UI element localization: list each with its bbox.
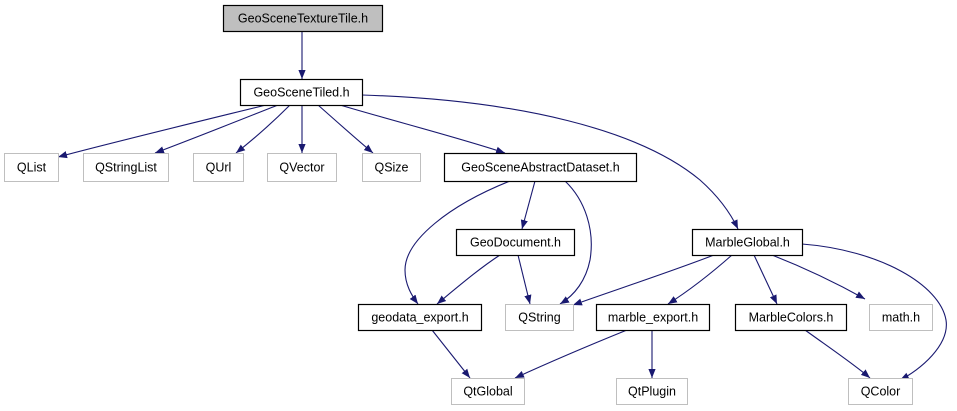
- node-label: QVector: [279, 161, 324, 175]
- node-box: [443, 152, 638, 183]
- node-box: [267, 153, 337, 182]
- node-box: [869, 304, 933, 331]
- node-QVector: QVector: [267, 153, 337, 182]
- node-QtPlugin: QtPlugin: [616, 378, 688, 405]
- node-box: [4, 153, 59, 182]
- node-box: [734, 303, 848, 332]
- node-box: [193, 153, 244, 182]
- node-QString: QString: [505, 304, 574, 331]
- node-label: QSize: [374, 161, 408, 175]
- edge-MarbleGlobal-to-QColor: [801, 243, 947, 381]
- edge-GeoSceneTiled-to-QUrl: [235, 104, 291, 154]
- edges-layer: [57, 31, 947, 381]
- node-QtGlobal: QtGlobal: [451, 378, 525, 405]
- edge-GeoSceneTiled-to-MarbleGlobal: [361, 94, 739, 230]
- node-geodata_export[interactable]: geodata_export.h: [357, 303, 483, 332]
- node-box: [83, 153, 169, 182]
- edge-geodata_export-to-QtGlobal: [431, 329, 471, 379]
- node-label: QtGlobal: [463, 385, 512, 399]
- edge-GeoSceneTiled-to-QStringList: [154, 104, 279, 154]
- node-label: QList: [17, 161, 47, 175]
- node-box: [455, 228, 576, 257]
- edge-MarbleColors-to-QColor: [804, 329, 871, 379]
- node-label: MarbleColors.h: [749, 311, 834, 325]
- node-label: math.h: [882, 311, 920, 325]
- node-MarbleGlobal[interactable]: MarbleGlobal.h: [691, 228, 804, 257]
- node-QSize: QSize: [362, 153, 421, 182]
- node-label: geodata_export.h: [371, 311, 468, 325]
- edge-GeoDocument-to-QString: [517, 254, 532, 305]
- edge-MarbleGlobal-to-QString: [572, 254, 715, 306]
- node-label: QStringList: [95, 161, 157, 175]
- node-box: [222, 4, 384, 33]
- edge-GeoSceneAbstractDataset-to-QString: [559, 180, 592, 305]
- node-label: QString: [518, 311, 560, 325]
- node-GeoDocument[interactable]: GeoDocument.h: [455, 228, 576, 257]
- node-label: GeoDocument.h: [470, 236, 561, 250]
- node-box: [691, 228, 804, 257]
- node-MarbleColors[interactable]: MarbleColors.h: [734, 303, 848, 332]
- node-box: [362, 153, 421, 182]
- node-math: math.h: [869, 304, 933, 331]
- node-label: marble_export.h: [608, 311, 698, 325]
- node-QList: QList: [4, 153, 59, 182]
- node-label: QtPlugin: [628, 385, 676, 399]
- node-box: [616, 378, 688, 405]
- node-box: [451, 378, 525, 405]
- node-QStringList: QStringList: [83, 153, 169, 182]
- node-QUrl: QUrl: [193, 153, 244, 182]
- node-box: [848, 378, 913, 405]
- edge-GeoSceneAbstractDataset-to-geodata_export: [404, 180, 511, 305]
- node-box: [595, 303, 711, 332]
- node-QColor: QColor: [848, 378, 913, 405]
- edge-MarbleGlobal-to-marble_export: [667, 254, 733, 305]
- node-GeoSceneAbstractDataset[interactable]: GeoSceneAbstractDataset.h: [443, 152, 638, 183]
- edge-GeoSceneTiled-to-QList: [57, 104, 267, 159]
- node-label: GeoSceneAbstractDataset.h: [461, 161, 619, 175]
- edge-GeoSceneTiled-to-GeoSceneAbstractDataset: [339, 104, 506, 154]
- node-label: QColor: [861, 385, 901, 399]
- nodes-layer: GeoSceneTextureTile.hGeoSceneTiled.hQLis…: [4, 4, 933, 405]
- edge-GeoSceneAbstractDataset-to-GeoDocument: [520, 180, 536, 230]
- edge-GeoDocument-to-geodata_export: [436, 254, 501, 305]
- node-GeoSceneTextureTile[interactable]: GeoSceneTextureTile.h: [222, 4, 384, 33]
- node-GeoSceneTiled[interactable]: GeoSceneTiled.h: [239, 78, 364, 107]
- node-label: MarbleGlobal.h: [705, 236, 790, 250]
- edge-marble_export-to-QtGlobal: [514, 329, 628, 379]
- edge-MarbleGlobal-to-MarbleColors: [753, 254, 778, 305]
- node-label: GeoSceneTiled.h: [253, 86, 349, 100]
- node-label: QUrl: [206, 161, 232, 175]
- node-marble_export[interactable]: marble_export.h: [595, 303, 711, 332]
- edge-MarbleGlobal-to-math: [771, 254, 866, 300]
- node-label: GeoSceneTextureTile.h: [238, 12, 368, 26]
- node-box: [239, 78, 364, 107]
- node-box: [357, 303, 483, 332]
- node-box: [505, 304, 574, 331]
- edge-GeoSceneTiled-to-QSize: [317, 104, 374, 154]
